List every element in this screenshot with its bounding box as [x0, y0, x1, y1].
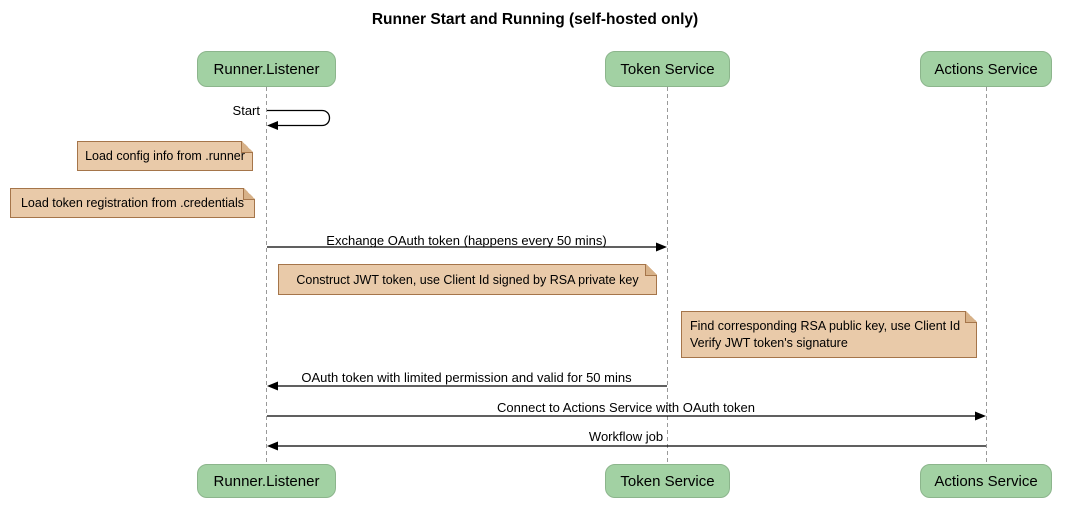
message-label-connect: Connect to Actions Service with OAuth to… — [497, 400, 755, 415]
note-fold-icon — [645, 264, 657, 276]
participant-runner-listener-top: Runner.Listener — [197, 51, 336, 87]
note-load-token-text: Load token registration from .credential… — [20, 196, 245, 210]
arrowhead-connect — [975, 411, 986, 421]
note-load-config-text: Load config info from .runner — [85, 149, 245, 163]
arrowhead-exchange — [656, 242, 667, 252]
participant-token-service-bottom: Token Service — [605, 464, 730, 498]
note-load-token: Load token registration from .credential… — [10, 188, 255, 218]
participant-token-service-top: Token Service — [605, 51, 730, 87]
note-fold-icon — [965, 311, 977, 323]
note-fold-icon — [241, 141, 253, 153]
diagram-title: Runner Start and Running (self-hosted on… — [371, 11, 699, 28]
note-load-config: Load config info from .runner — [77, 141, 253, 171]
note-verify-jwt: Find corresponding RSA public key, use C… — [681, 311, 977, 358]
note-fold-icon — [243, 188, 255, 200]
message-label-start: Start — [232, 103, 260, 118]
participant-runner-listener-bottom: Runner.Listener — [197, 464, 336, 498]
participant-actions-service-bottom: Actions Service — [920, 464, 1052, 498]
message-label-workflow: Workflow job — [588, 429, 664, 444]
arrowhead-workflow — [267, 441, 278, 451]
message-label-oauth-return: OAuth token with limited permission and … — [301, 370, 632, 385]
note-verify-jwt-line2: Verify JWT token's signature — [690, 335, 848, 350]
note-construct-jwt: Construct JWT token, use Client Id signe… — [278, 264, 657, 295]
note-construct-jwt-text: Construct JWT token, use Client Id signe… — [296, 272, 639, 287]
message-label-exchange: Exchange OAuth token (happens every 50 m… — [326, 233, 607, 248]
arrowhead-start — [267, 121, 278, 130]
arrowhead-oauth-return — [267, 381, 278, 391]
note-verify-jwt-line1: Find corresponding RSA public key, use C… — [690, 318, 961, 333]
participant-actions-service-top: Actions Service — [920, 51, 1052, 87]
self-message-arrow-start — [267, 109, 331, 127]
